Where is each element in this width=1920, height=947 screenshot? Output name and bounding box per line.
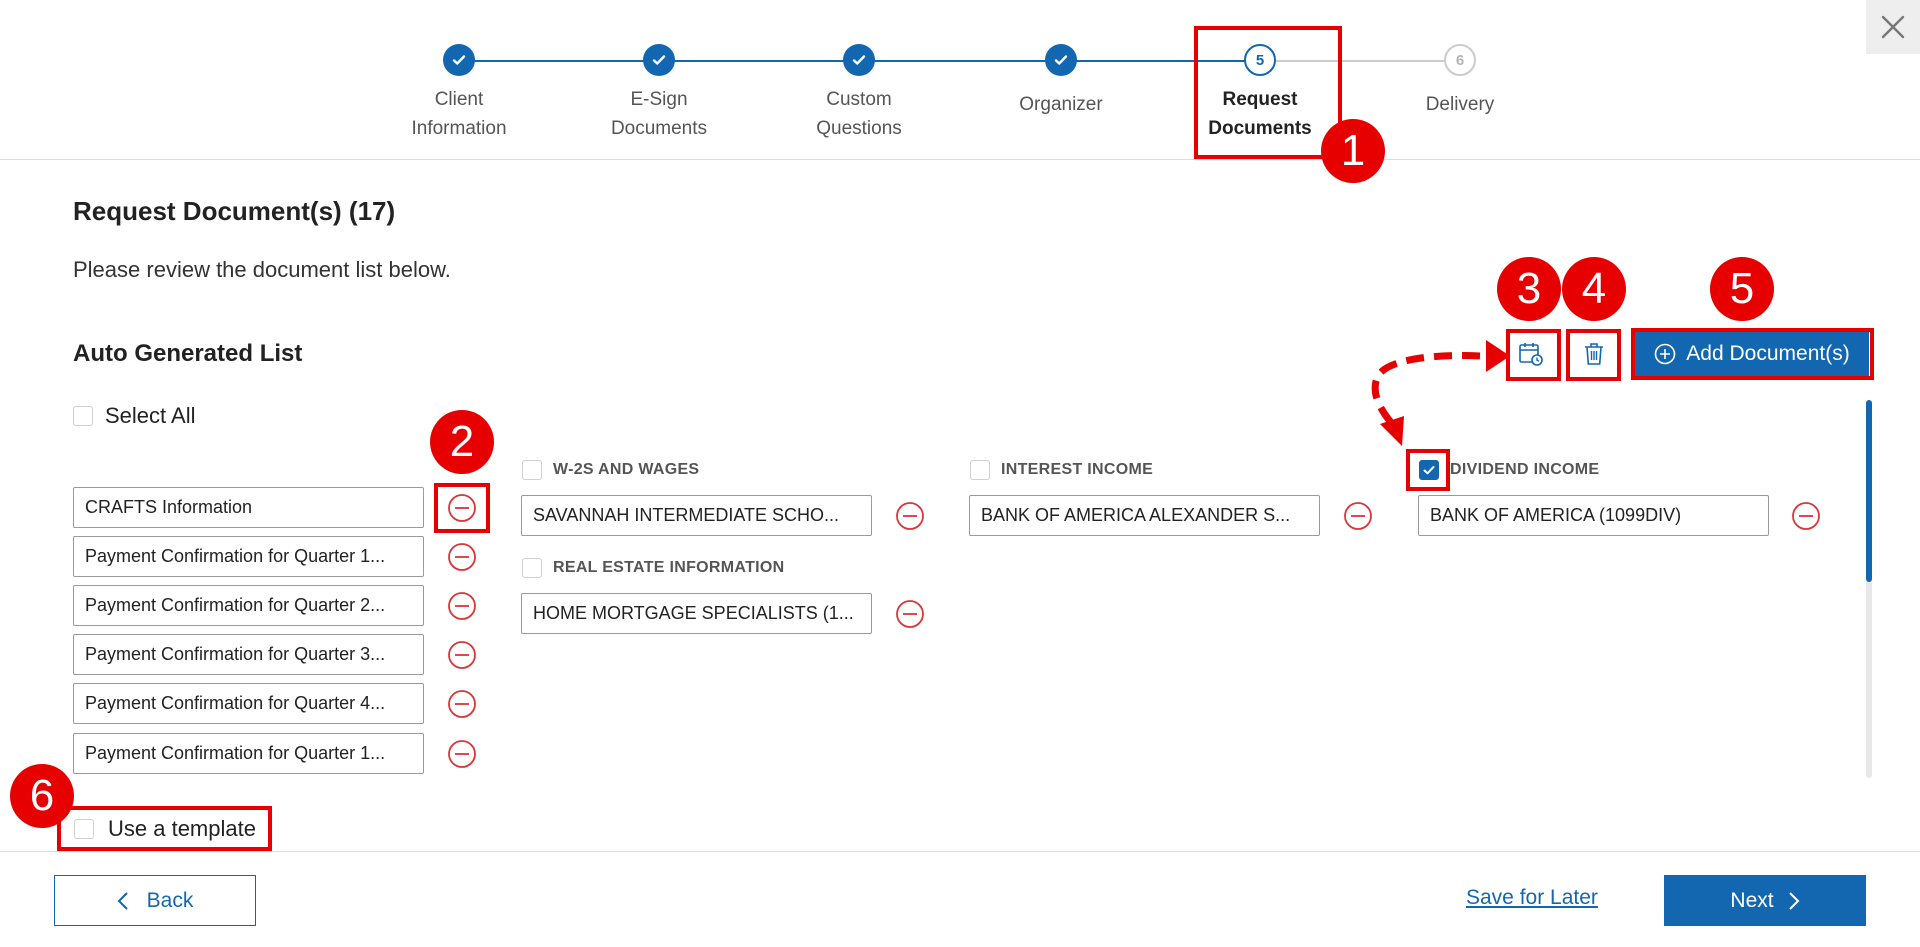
- add-documents-label: Add Document(s): [1686, 342, 1850, 365]
- stepper-header: Client Information E-Sign Documents Cust…: [0, 0, 1920, 160]
- calendar-clock-icon: [1519, 343, 1543, 366]
- remove-circle-icon[interactable]: [447, 640, 477, 670]
- group-label-dividend: DIVIDEND INCOME: [1450, 461, 1600, 478]
- stepper-progress-line: [460, 60, 1410, 62]
- annotation-box-5: [1631, 328, 1874, 380]
- use-template-label: Use a template: [108, 816, 256, 841]
- document-field[interactable]: BANK OF AMERICA (1099DIV): [1418, 495, 1769, 536]
- group-label-interest: INTEREST INCOME: [1001, 461, 1154, 478]
- group-checkbox-real-estate[interactable]: [522, 558, 542, 578]
- step-label: E-Sign Documents: [610, 89, 708, 139]
- close-button[interactable]: [1866, 0, 1920, 54]
- check-icon: [1423, 466, 1435, 475]
- annotation-arrow: [1371, 340, 1510, 446]
- close-icon: [1881, 15, 1905, 39]
- document-field[interactable]: Payment Confirmation for Quarter 3...: [73, 634, 424, 675]
- section-title: Auto Generated List: [73, 340, 303, 367]
- check-icon: [843, 44, 875, 76]
- document-field[interactable]: HOME MORTGAGE SPECIALISTS (1...: [521, 593, 872, 634]
- annotation-box-1: [1194, 26, 1342, 159]
- save-for-later-link[interactable]: Save for Later: [1466, 886, 1598, 909]
- add-documents-button[interactable]: Add Document(s): [1635, 332, 1869, 376]
- step-number: 6: [1444, 44, 1476, 76]
- check-icon: [643, 44, 675, 76]
- remove-circle-icon[interactable]: [895, 599, 925, 629]
- remove-circle-icon[interactable]: [447, 542, 477, 572]
- step-label: Organizer: [1019, 94, 1103, 115]
- remove-circle-icon[interactable]: [447, 689, 477, 719]
- scrollbar[interactable]: [1866, 400, 1872, 778]
- annotation-badge-3: 3: [1497, 257, 1561, 321]
- remove-circle-icon[interactable]: [1343, 501, 1373, 531]
- check-icon: [443, 44, 475, 76]
- step-label: Request Documents: [1208, 89, 1312, 139]
- step-label: Delivery: [1425, 94, 1495, 115]
- use-template-checkbox[interactable]: [74, 819, 94, 839]
- select-all-checkbox[interactable]: [73, 406, 93, 426]
- step-label: Custom Questions: [816, 89, 902, 139]
- select-all-label: Select All: [105, 403, 196, 428]
- chevron-left-icon: [117, 891, 128, 910]
- remove-circle-icon[interactable]: [447, 493, 477, 523]
- chevron-right-icon: [1788, 891, 1800, 910]
- document-field[interactable]: Payment Confirmation for Quarter 2...: [73, 585, 424, 626]
- trash-icon: [1585, 343, 1603, 365]
- next-button[interactable]: Next: [1664, 875, 1866, 926]
- annotation-box-checkbox: [1406, 449, 1450, 491]
- step-custom-questions[interactable]: Custom Questions: [759, 44, 959, 143]
- delete-button[interactable]: [1572, 332, 1616, 376]
- document-field[interactable]: SAVANNAH INTERMEDIATE SCHO...: [521, 495, 872, 536]
- annotation-badge-6: 6: [10, 764, 74, 828]
- step-request-documents[interactable]: 5 Request Documents: [1160, 44, 1360, 143]
- group-checkbox-interest[interactable]: [970, 460, 990, 480]
- step-delivery[interactable]: 6 Delivery: [1360, 44, 1560, 119]
- schedule-reminder-button[interactable]: [1509, 332, 1553, 376]
- step-label: Client Information: [411, 89, 507, 139]
- document-field[interactable]: Payment Confirmation for Quarter 1...: [73, 536, 424, 577]
- document-field[interactable]: BANK OF AMERICA ALEXANDER S...: [969, 495, 1320, 536]
- next-label: Next: [1730, 888, 1774, 912]
- page-title: Request Document(s) (17): [73, 196, 396, 226]
- footer-divider: [0, 851, 1920, 852]
- group-checkbox-dividend[interactable]: [1419, 460, 1439, 480]
- scrollbar-thumb[interactable]: [1866, 400, 1872, 582]
- remove-circle-icon[interactable]: [895, 501, 925, 531]
- group-label-w2s: W-2S AND WAGES: [553, 461, 700, 478]
- step-organizer[interactable]: Organizer: [961, 44, 1161, 119]
- annotation-badge-5: 5: [1710, 257, 1774, 321]
- document-field[interactable]: Payment Confirmation for Quarter 4...: [73, 683, 424, 724]
- annotation-box-2: [434, 483, 490, 533]
- document-field[interactable]: CRAFTS Information: [73, 487, 424, 528]
- document-field[interactable]: Payment Confirmation for Quarter 1...: [73, 733, 424, 774]
- remove-circle-icon[interactable]: [1791, 501, 1821, 531]
- remove-circle-icon[interactable]: [447, 591, 477, 621]
- annotation-badge-1: 1: [1321, 119, 1385, 183]
- annotation-box-4: [1566, 329, 1621, 381]
- plus-circle-icon: [1654, 343, 1676, 365]
- annotation-badge-4: 4: [1562, 257, 1626, 321]
- check-icon: [1045, 44, 1077, 76]
- back-label: Back: [146, 888, 194, 912]
- page-description: Please review the document list below.: [73, 257, 451, 282]
- step-client-information[interactable]: Client Information: [359, 44, 559, 143]
- step-number: 5: [1244, 44, 1276, 76]
- stepper-remaining-line: [1260, 60, 1460, 62]
- back-button[interactable]: Back: [54, 875, 256, 926]
- group-checkbox-w2s[interactable]: [522, 460, 542, 480]
- group-label-real-estate: REAL ESTATE INFORMATION: [553, 559, 785, 576]
- remove-circle-icon[interactable]: [447, 739, 477, 769]
- step-esign-documents[interactable]: E-Sign Documents: [559, 44, 759, 143]
- annotation-badge-2: 2: [430, 410, 494, 474]
- annotation-box-6: [57, 806, 272, 851]
